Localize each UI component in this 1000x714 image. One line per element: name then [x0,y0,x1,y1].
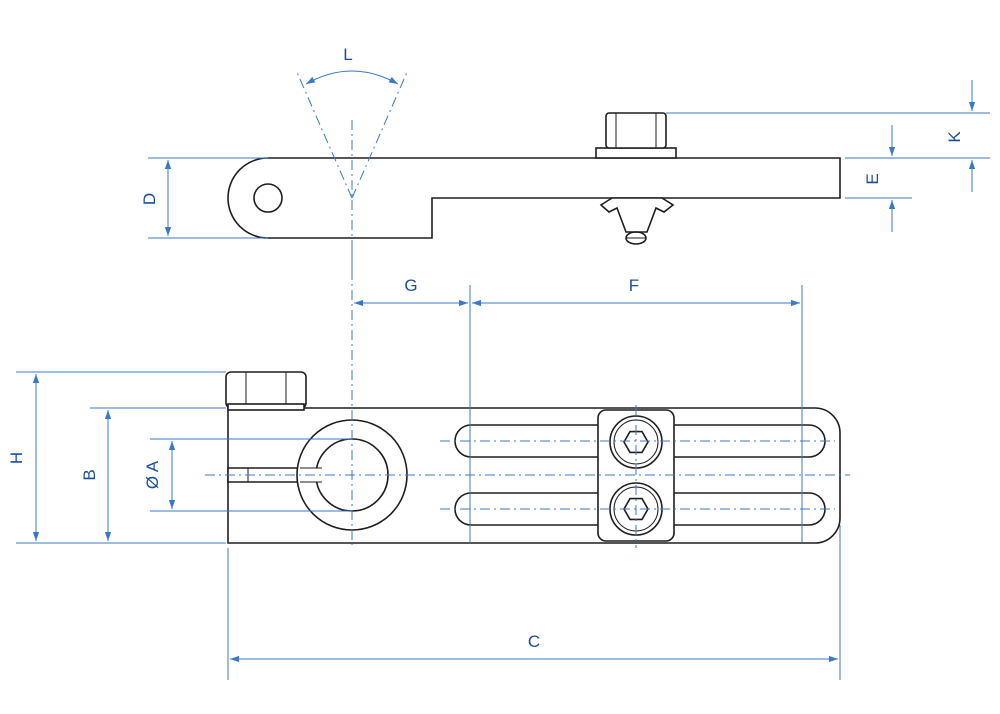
top-view-clamp-screw [225,371,307,411]
side-view-arm [227,157,841,239]
dim-label-L: L [343,45,352,64]
side-view-pivot-hole [253,183,283,213]
angle-ray-left [295,69,353,199]
side-view: L D E K [140,45,990,270]
dim-label-G: G [404,276,417,295]
angle-L-arc [305,70,399,85]
dim-label-C: C [528,632,540,651]
angle-ray-right [351,69,409,199]
dim-label-E: E [863,173,882,184]
dim-label-H: H [7,452,26,464]
top-view: G F H B Ø A C [7,250,850,680]
dim-label-K: K [945,131,964,143]
side-view-t-nut [599,197,675,245]
dim-label-D: D [140,193,159,205]
dim-label-A: Ø A [143,460,162,489]
dim-label-B: B [80,469,99,480]
dim-label-F: F [629,276,639,295]
side-view-bolt [595,112,677,159]
